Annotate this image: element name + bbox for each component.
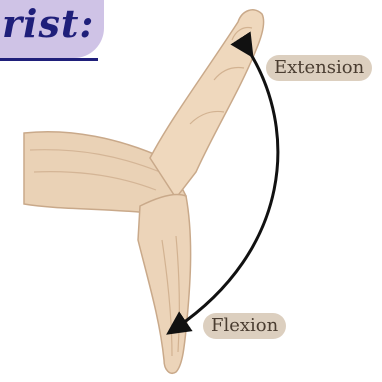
extension-label: Extension [266,55,372,81]
flexion-label: Flexion [203,313,286,339]
flexed-hand [138,194,191,373]
heading-title: rist: [2,2,94,46]
heading-underline [0,58,98,61]
extended-hand [150,10,264,198]
heading-banner: rist: [0,0,104,58]
